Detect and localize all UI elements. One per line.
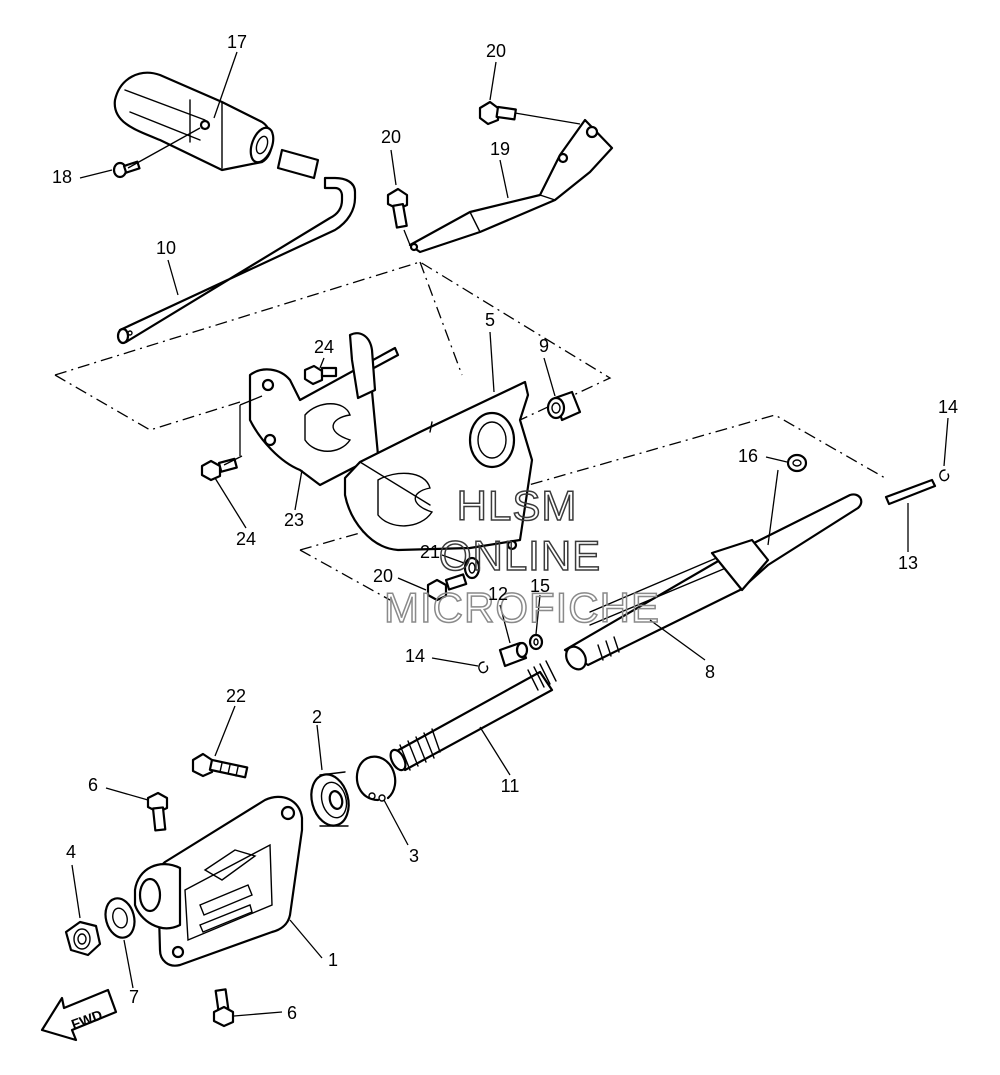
part-7-washer bbox=[104, 897, 136, 939]
watermark: HLSM ONLINE MICROFICHE bbox=[383, 481, 660, 632]
callout-19: 19 bbox=[490, 139, 510, 159]
part-6-bolt-lower bbox=[212, 988, 235, 1028]
callout-7: 7 bbox=[129, 987, 139, 1007]
callout-8: 8 bbox=[705, 662, 715, 682]
callout-11: 11 bbox=[501, 776, 520, 796]
callout-20-top: 20 bbox=[486, 41, 506, 61]
part-16-washer bbox=[786, 453, 808, 473]
part-20-bolt-top bbox=[478, 100, 517, 126]
part-24-bolt-upper bbox=[303, 364, 338, 386]
watermark-line-3: MICROFICHE bbox=[384, 584, 660, 631]
callout-3: 3 bbox=[409, 846, 419, 866]
leader-lines bbox=[71, 51, 949, 1017]
part-11-spring-shaft bbox=[389, 660, 557, 772]
callout-20-mid: 20 bbox=[381, 127, 401, 147]
part-15-washer bbox=[528, 633, 544, 651]
part-4-nut bbox=[64, 920, 102, 957]
part-3-circlip bbox=[355, 755, 397, 802]
callout-13: 13 bbox=[898, 553, 918, 573]
callout-16: 16 bbox=[738, 446, 758, 466]
part-17-knob bbox=[113, 71, 275, 172]
part-23-side-plate bbox=[248, 332, 400, 487]
part-19-bracket bbox=[408, 118, 614, 254]
part-6-bolt-upper bbox=[146, 791, 169, 832]
callout-9: 9 bbox=[539, 336, 549, 356]
watermark-line-1: HLSM bbox=[457, 482, 578, 529]
part-1-main-plate bbox=[133, 795, 304, 967]
part-14-clip-lower bbox=[478, 661, 489, 674]
watermark-line-2: ONLINE bbox=[439, 532, 601, 579]
callout-5: 5 bbox=[485, 310, 495, 330]
callout-6-lower: 6 bbox=[287, 1003, 297, 1023]
callout-12: 12 bbox=[488, 584, 508, 604]
callout-14-upper: 14 bbox=[938, 397, 958, 417]
part-20-bolt-mid bbox=[386, 187, 409, 229]
part-9-bushing bbox=[546, 390, 582, 422]
callout-24-upper: 24 bbox=[314, 337, 334, 357]
callout-15: 15 bbox=[530, 576, 550, 596]
callout-10: 10 bbox=[156, 238, 176, 258]
part-14-clip-upper bbox=[939, 469, 950, 482]
callout-18: 18 bbox=[52, 167, 72, 187]
callout-4: 4 bbox=[66, 842, 76, 862]
part-24-bolt-lower bbox=[200, 457, 238, 482]
part-5-housing bbox=[343, 380, 534, 552]
part-22-bolt bbox=[191, 752, 249, 779]
callout-24-lower: 24 bbox=[236, 529, 256, 549]
part-12-collar bbox=[498, 641, 529, 668]
callout-17: 17 bbox=[227, 32, 247, 52]
callout-2: 2 bbox=[312, 707, 322, 727]
callout-6-upper: 6 bbox=[88, 775, 98, 795]
part-2-bearing bbox=[310, 771, 350, 827]
part-8-shift-shaft bbox=[563, 493, 863, 671]
fwd-direction-arrow: FWD bbox=[40, 988, 118, 1042]
part-21-washer bbox=[463, 556, 481, 580]
callout-23: 23 bbox=[284, 510, 304, 530]
callout-22: 22 bbox=[226, 686, 246, 706]
part-10-shift-rod bbox=[116, 148, 357, 345]
callout-labels: 17 18 10 20 19 20 24 5 9 24 23 14 16 13 … bbox=[52, 32, 958, 1023]
callout-21: 21 bbox=[420, 542, 440, 562]
callout-1: 1 bbox=[328, 950, 338, 970]
callout-14-lower: 14 bbox=[405, 646, 425, 666]
part-20-bolt-lower bbox=[426, 573, 468, 602]
part-13-pin bbox=[884, 478, 937, 506]
callout-20-lower: 20 bbox=[373, 566, 393, 586]
